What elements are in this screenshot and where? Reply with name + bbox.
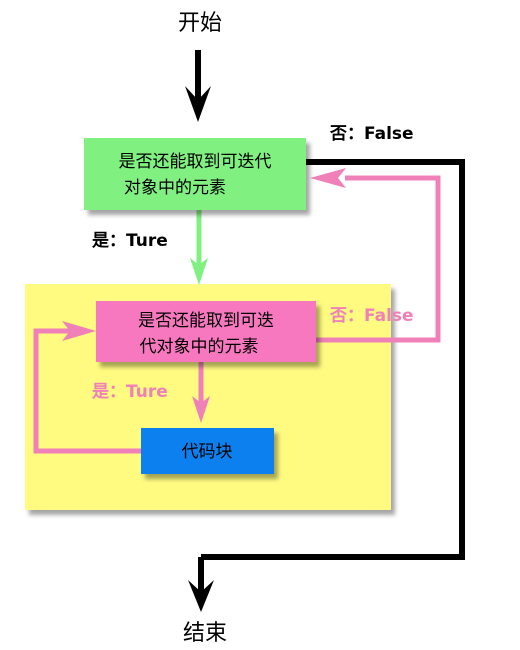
code-block-label: 代码块 <box>182 442 233 462</box>
outer-decision-node: 是否还能取到可迭代 对象中的元素 <box>84 138 306 210</box>
inner-decision-line2: 代对象中的元素 <box>140 337 259 357</box>
end-arrow <box>188 557 214 612</box>
outer-yes-label: 是：Ture <box>92 231 168 251</box>
outer-decision-line2: 对象中的元素 <box>124 178 226 198</box>
outer-yes-arrow <box>190 210 208 285</box>
outer-decision-line1: 是否还能取到可迭代 <box>119 152 272 172</box>
exit-path <box>201 159 465 560</box>
loop-back-path <box>33 328 141 454</box>
return-path <box>316 175 441 343</box>
inner-decision-line1: 是否还能取到可迭 <box>138 311 274 331</box>
start-arrow <box>185 50 211 122</box>
loop-back-arrowhead <box>62 321 96 341</box>
inner-decision-node: 是否还能取到可迭 代对象中的元素 <box>96 301 316 362</box>
outer-no-label: 否：False <box>329 124 414 144</box>
code-block-node: 代码块 <box>141 428 274 474</box>
inner-yes-arrow <box>192 362 210 423</box>
return-arrowhead <box>310 168 346 188</box>
inner-no-label: 否：False <box>329 306 414 326</box>
inner-yes-label: 是：Ture <box>92 382 168 402</box>
end-label: 结束 <box>183 621 227 646</box>
start-label: 开始 <box>178 11 222 36</box>
